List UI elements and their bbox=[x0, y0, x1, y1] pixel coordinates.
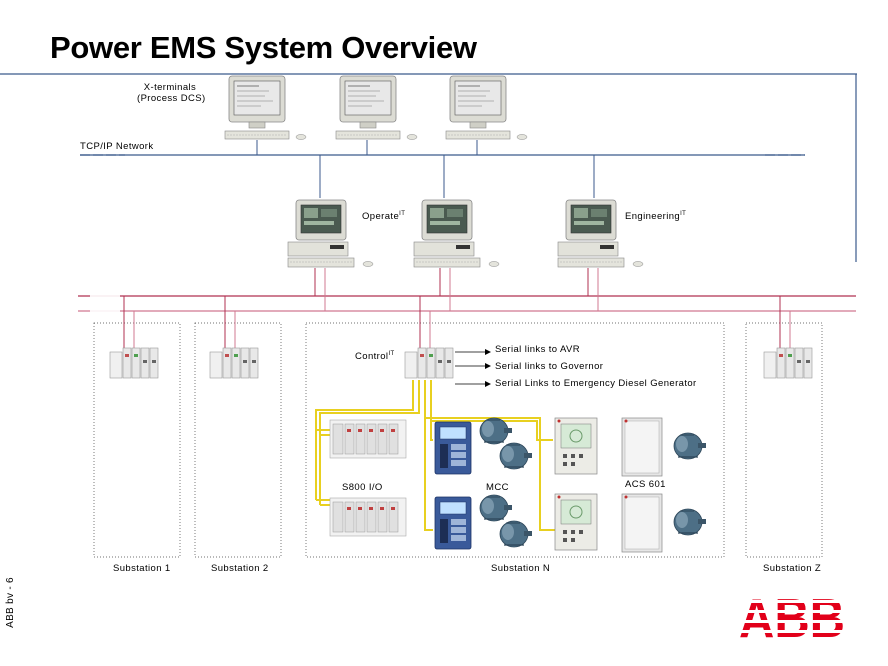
acs601-label: ACS 601 bbox=[625, 479, 666, 490]
serial-governor-label: Serial links to Governor bbox=[495, 361, 604, 372]
operate-it-label: OperateIT bbox=[362, 211, 405, 222]
substation-1-label: Substation 1 bbox=[113, 563, 171, 574]
controller-substation-z bbox=[763, 347, 813, 379]
motor-5 bbox=[673, 432, 707, 460]
tcpip-network-label: TCP/IP Network bbox=[80, 141, 154, 152]
substation-z-label: Substation Z bbox=[763, 563, 822, 574]
control-label-text: Control bbox=[355, 351, 389, 363]
mcc-label: MCC bbox=[486, 482, 509, 493]
serial-diesel-label: Serial Links to Emergency Diesel Generat… bbox=[495, 378, 697, 389]
s800-io-rack-2 bbox=[329, 497, 407, 537]
controller-substation-1 bbox=[109, 347, 159, 379]
motor-2 bbox=[499, 442, 533, 470]
abb-logo: ABB bbox=[739, 593, 845, 639]
x-terminals-label-line1: X-terminals bbox=[143, 82, 197, 93]
x-terminals-label-line2: (Process DCS) bbox=[137, 93, 206, 104]
x-terminal-2 bbox=[335, 75, 418, 140]
engineering-it-superscript: IT bbox=[680, 211, 687, 217]
s800-io-label: S800 I/O bbox=[342, 482, 383, 493]
engineering-label-text: Engineering bbox=[625, 211, 681, 223]
operate-it-workstation bbox=[287, 199, 374, 268]
motor-4 bbox=[499, 520, 533, 548]
operate-label-text: Operate bbox=[362, 211, 400, 223]
motor-6 bbox=[673, 508, 707, 536]
acs601-drive-1 bbox=[621, 417, 663, 477]
substation-n-label: Substation N bbox=[491, 563, 551, 574]
x-terminal-3 bbox=[445, 75, 528, 140]
control-it-superscript: IT bbox=[388, 351, 395, 357]
page-title: Power EMS System Overview bbox=[50, 30, 477, 65]
serial-avr-label: Serial links to AVR bbox=[495, 344, 581, 355]
control-it-label: ControlIT bbox=[355, 351, 395, 362]
mcc-panel-2 bbox=[434, 496, 472, 550]
acs601-drive-2 bbox=[621, 493, 663, 553]
mcc-relay-2 bbox=[554, 493, 598, 551]
mcc-relay-1 bbox=[554, 417, 598, 475]
substation-2-label: Substation 2 bbox=[211, 563, 269, 574]
s800-io-rack-1 bbox=[329, 419, 407, 459]
operate-it-superscript: IT bbox=[399, 211, 406, 217]
operate-it-workstation-2 bbox=[413, 199, 500, 268]
controller-substation-n bbox=[404, 347, 454, 379]
page-footer-label: ABB bv - 6 bbox=[4, 577, 16, 628]
abb-logo-text: ABB bbox=[739, 593, 845, 639]
x-terminals-label: X-terminals (Process DCS) bbox=[137, 82, 206, 104]
engineering-it-label: EngineeringIT bbox=[625, 211, 686, 222]
x-terminal-1 bbox=[224, 75, 307, 140]
controller-substation-2 bbox=[209, 347, 259, 379]
motor-3 bbox=[479, 494, 513, 522]
mcc-panel-1 bbox=[434, 421, 472, 475]
